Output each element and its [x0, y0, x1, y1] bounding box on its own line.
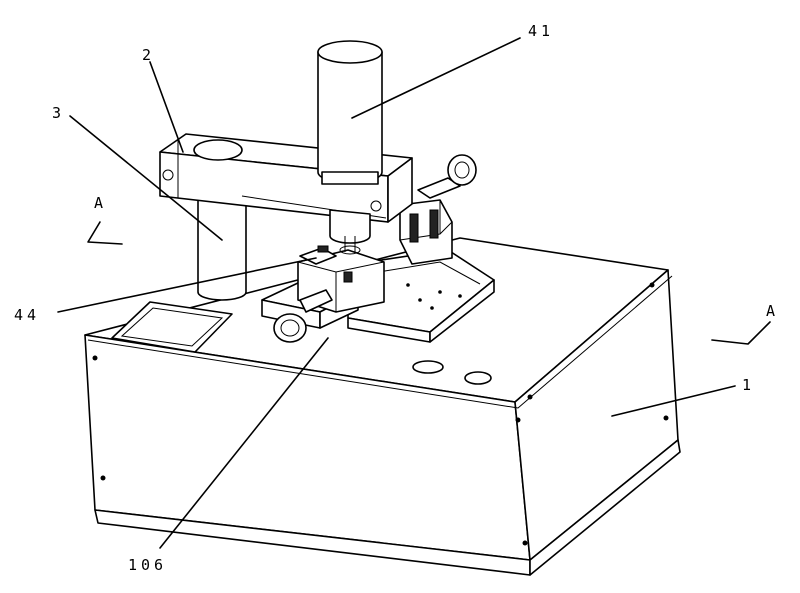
round-button [465, 372, 491, 384]
section-marker-right [712, 322, 770, 344]
label-part-1: 1 [742, 376, 755, 394]
section-marker-left [88, 222, 122, 244]
leader-2 [150, 62, 183, 152]
label-part-41: 41 [528, 22, 554, 40]
screw [101, 476, 106, 481]
screw [650, 283, 655, 288]
screw [664, 416, 669, 421]
round-button [413, 361, 443, 373]
screw [523, 541, 528, 546]
label-part-2: 2 [142, 46, 155, 64]
screw [93, 356, 98, 361]
label-part-106: 106 [128, 556, 167, 574]
label-section-a-right: A [766, 302, 779, 320]
label-part-44: 44 [14, 306, 40, 324]
label-part-3: 3 [52, 104, 65, 122]
screw [528, 395, 533, 400]
screw [516, 418, 521, 423]
label-section-a-left: A [94, 194, 107, 212]
vertical-cylinder [318, 41, 382, 184]
